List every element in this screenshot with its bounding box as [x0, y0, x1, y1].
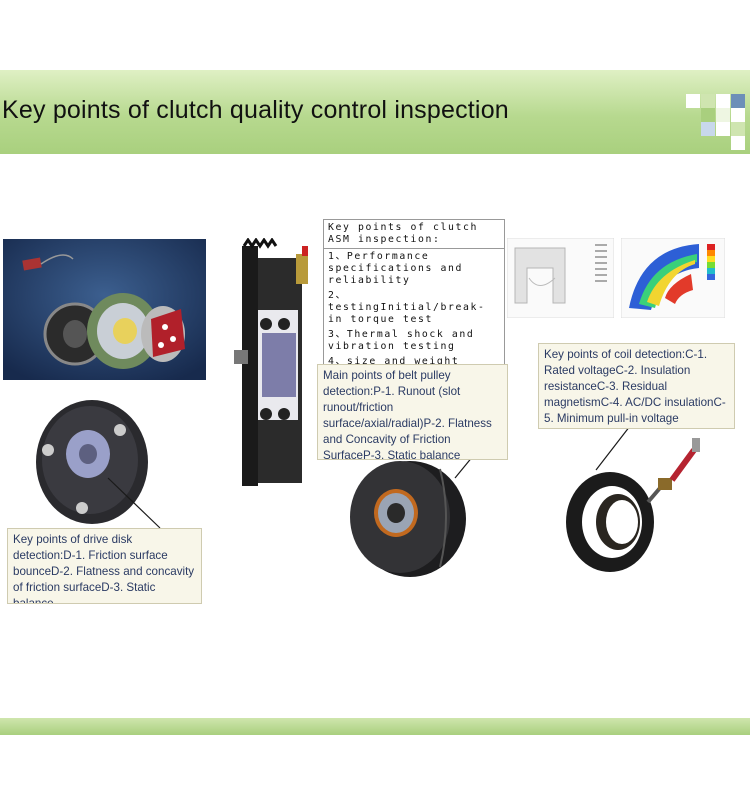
- drive-disk-image: [36, 400, 148, 524]
- header-band: [0, 70, 750, 154]
- coil-detection-note: Key points of coil detection:C-1. Rated …: [538, 343, 735, 429]
- coil-image: [566, 438, 700, 572]
- asm-inspection-box: Key points of clutch ASM inspection: 1、P…: [323, 219, 505, 374]
- asm-item: 3、Thermal shock and vibration testing: [328, 329, 475, 352]
- drive-disk-note: Key points of drive disk detection:D-1. …: [7, 528, 202, 604]
- exploded-clutch-image: [3, 239, 206, 380]
- asm-heading: Key points of clutch ASM inspection:: [323, 219, 505, 249]
- fea-analysis-image-1: [507, 238, 614, 318]
- asm-item: 4、size and weight: [328, 356, 460, 367]
- belt-pulley-image: [350, 461, 466, 577]
- asm-items: 1、Performance specifications and reliabi…: [323, 249, 505, 374]
- footer-band: [0, 718, 750, 735]
- slide-title: Key points of clutch quality control ins…: [2, 96, 509, 124]
- decorative-squares: [686, 94, 745, 150]
- asm-item: 1、Performance specifications and reliabi…: [328, 251, 463, 286]
- belt-pulley-note: Main points of belt pulley detection:P-1…: [317, 364, 508, 462]
- fea-analysis-image-2: [621, 238, 725, 318]
- clutch-cross-section-image: [234, 238, 308, 486]
- asm-item: 2、testingInitial/break-in torque test: [328, 290, 486, 325]
